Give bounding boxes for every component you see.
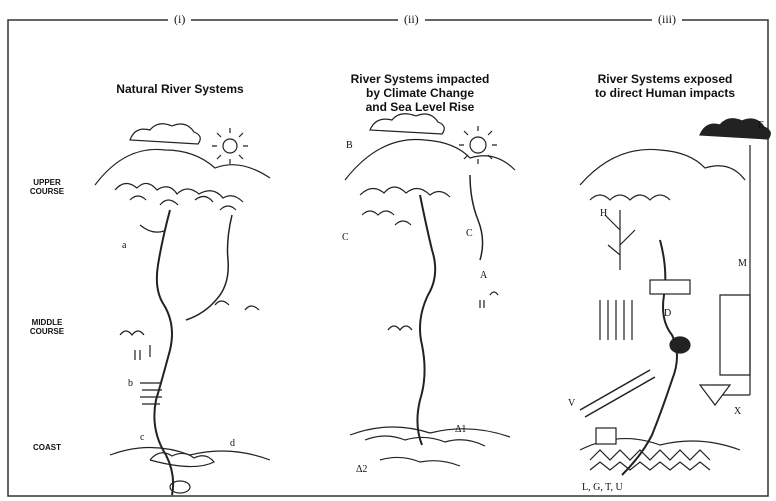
label-a: a (122, 240, 126, 251)
panel-2-label: (ii) (398, 12, 425, 27)
panel-1-title: Natural River Systems (80, 82, 280, 96)
label-delta-1: Δ1 (455, 424, 466, 435)
panel-3-title-line-2: to direct Human impacts (560, 86, 770, 100)
tributary (186, 215, 232, 320)
panel-2-title-line-1: River Systems impacted (330, 72, 510, 86)
panel-2-title-line-2: by Climate Change (330, 86, 510, 100)
label-E: E (758, 120, 764, 131)
cloud-icon (370, 114, 444, 134)
cloud-icon (130, 124, 200, 144)
label-H: H (600, 208, 607, 219)
label-b: b (128, 378, 133, 389)
label-C-right: C (466, 228, 473, 239)
panel-1-label: (i) (168, 12, 191, 27)
middle-course-line-2: COURSE (22, 327, 72, 336)
label-bottom-codes: L, G, T, U (582, 482, 623, 493)
panel-3-illustration (580, 119, 770, 475)
panel-3-title-line-1: River Systems exposed (560, 72, 770, 86)
label-d: d (230, 438, 235, 449)
main-river (622, 240, 677, 475)
middle-course-line-1: MIDDLE (22, 318, 72, 327)
panel-2-title: River Systems impacted by Climate Change… (330, 72, 510, 114)
main-river (417, 195, 435, 445)
middle-course-label: MIDDLE COURSE (22, 318, 72, 336)
coast-label: COAST (22, 443, 72, 452)
upper-course-line-1: UPPER (22, 178, 72, 187)
label-X: X (734, 406, 741, 417)
upper-course-line-2: COURSE (22, 187, 72, 196)
panel-1-illustration (95, 124, 270, 495)
label-B: B (346, 140, 353, 151)
label-delta-2: Δ2 (356, 464, 367, 475)
mountain-ridge (580, 149, 745, 185)
label-c: c (140, 432, 144, 443)
panel-2-illustration (345, 114, 515, 466)
label-V: V (568, 398, 575, 409)
panel-3-title: River Systems exposed to direct Human im… (560, 72, 770, 100)
mountain-ridge (95, 149, 270, 185)
upper-course-label: UPPER COURSE (22, 178, 72, 196)
panel-1-title-line-1: Natural River Systems (80, 82, 280, 96)
sun-icon (223, 139, 237, 153)
label-A: A (480, 270, 487, 281)
label-M: M (738, 258, 747, 269)
sun-icon (470, 137, 486, 153)
mountain-ridge (345, 140, 515, 181)
label-C-left: C (342, 232, 349, 243)
label-D: D (664, 308, 671, 319)
panel-3-label: (iii) (652, 12, 682, 27)
panel-2-title-line-3: and Sea Level Rise (330, 100, 510, 114)
